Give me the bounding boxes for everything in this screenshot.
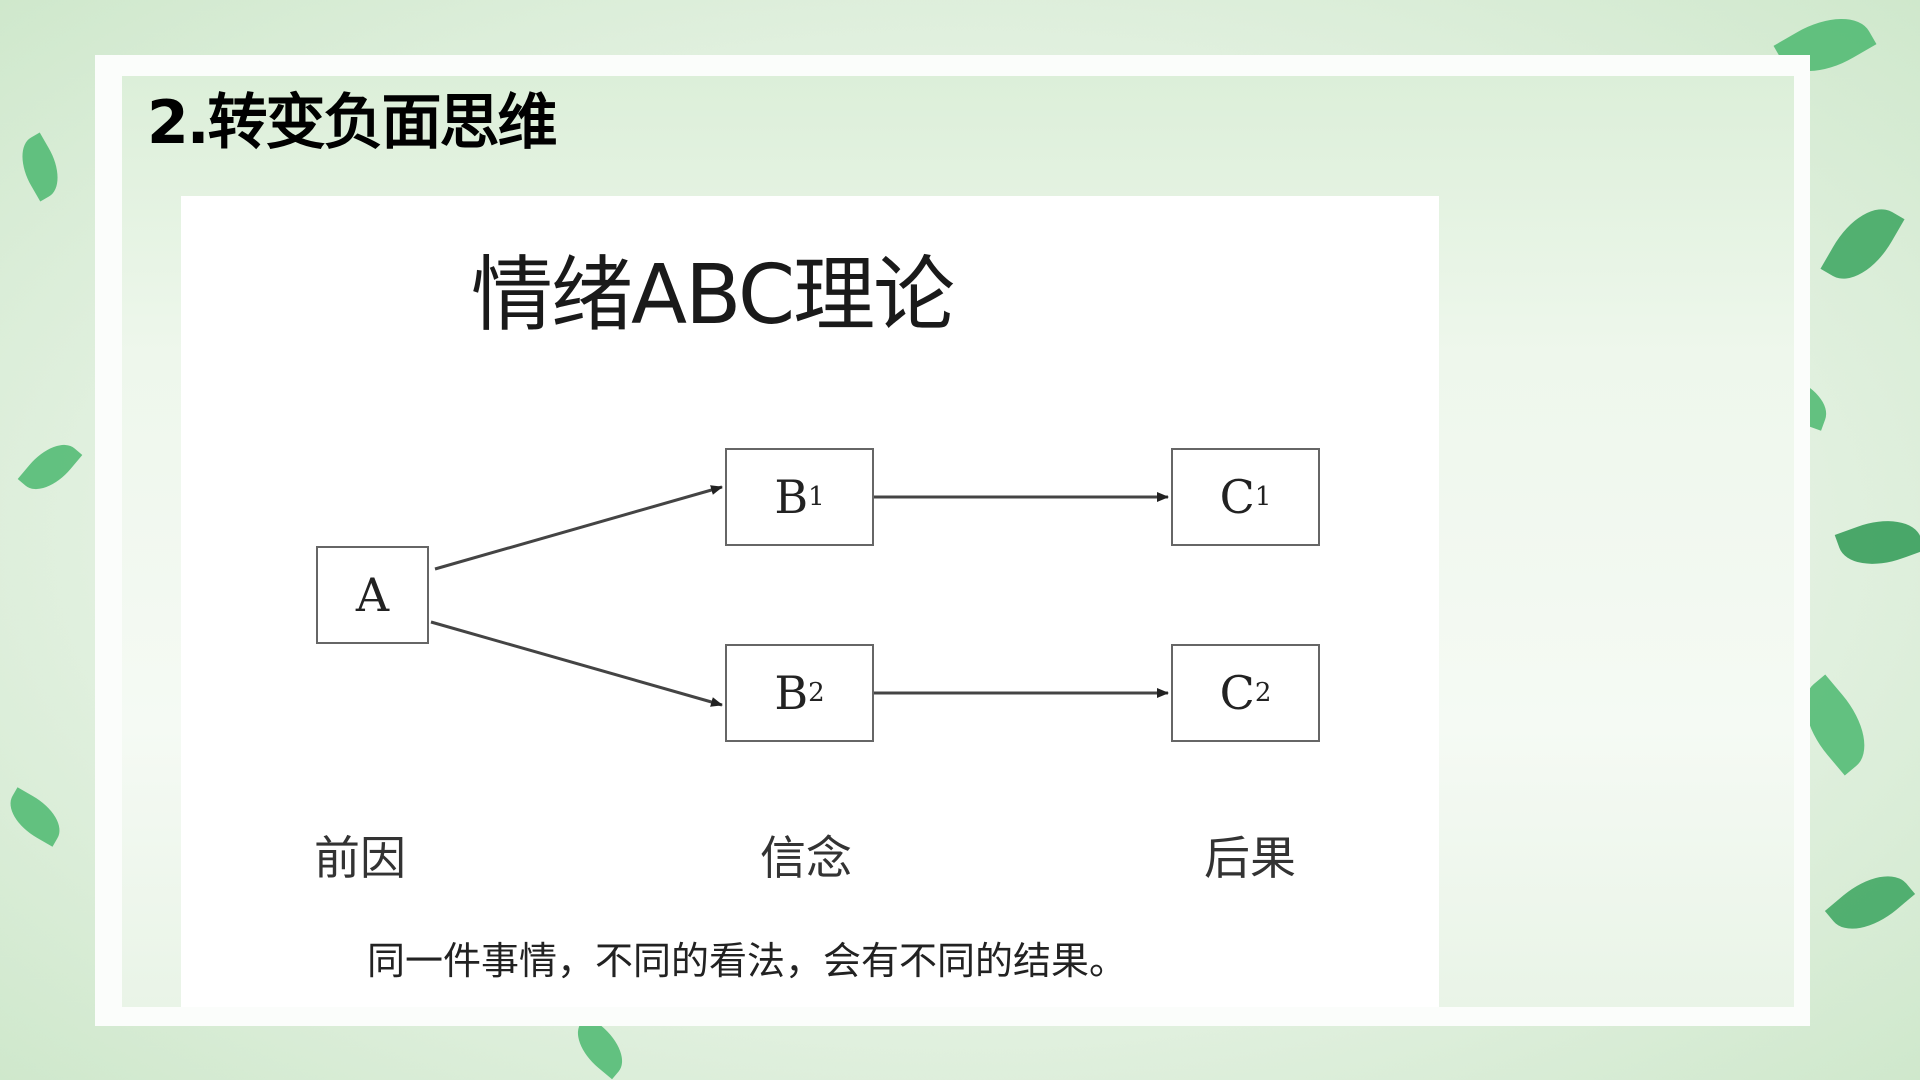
arrow-a-b1 [434, 485, 723, 571]
node-c2-subscript: 2 [1254, 678, 1272, 708]
arrow-a-b2 [430, 620, 723, 707]
node-a: A [316, 546, 429, 644]
node-c2-letter: C [1219, 666, 1255, 720]
node-a-letter: A [355, 568, 390, 622]
node-b1-letter: B [774, 470, 809, 524]
diagram-title: 情绪ABC理论 [471, 248, 955, 343]
label-consequence: 后果 [1204, 831, 1296, 885]
slide-title: 2.转变负面思维 [147, 88, 558, 158]
node-c1-letter: C [1219, 470, 1255, 524]
node-b2-letter: B [774, 666, 809, 720]
diagram-caption: 同一件事情，不同的看法，会有不同的结果。 [367, 939, 1128, 983]
node-c1-subscript: 1 [1254, 482, 1272, 512]
node-b1-subscript: 1 [808, 482, 825, 512]
label-antecedent: 前因 [314, 831, 406, 885]
node-b2-subscript: 2 [808, 678, 825, 708]
label-belief: 信念 [760, 831, 852, 885]
